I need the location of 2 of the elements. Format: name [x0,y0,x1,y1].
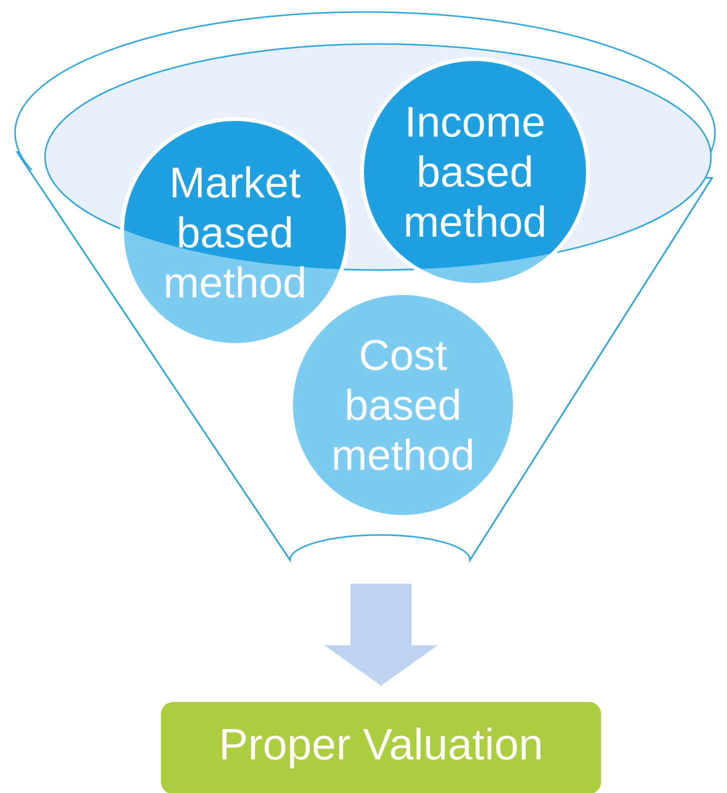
block-arrow [324,584,438,686]
result-box: Proper Valuation [161,702,601,793]
